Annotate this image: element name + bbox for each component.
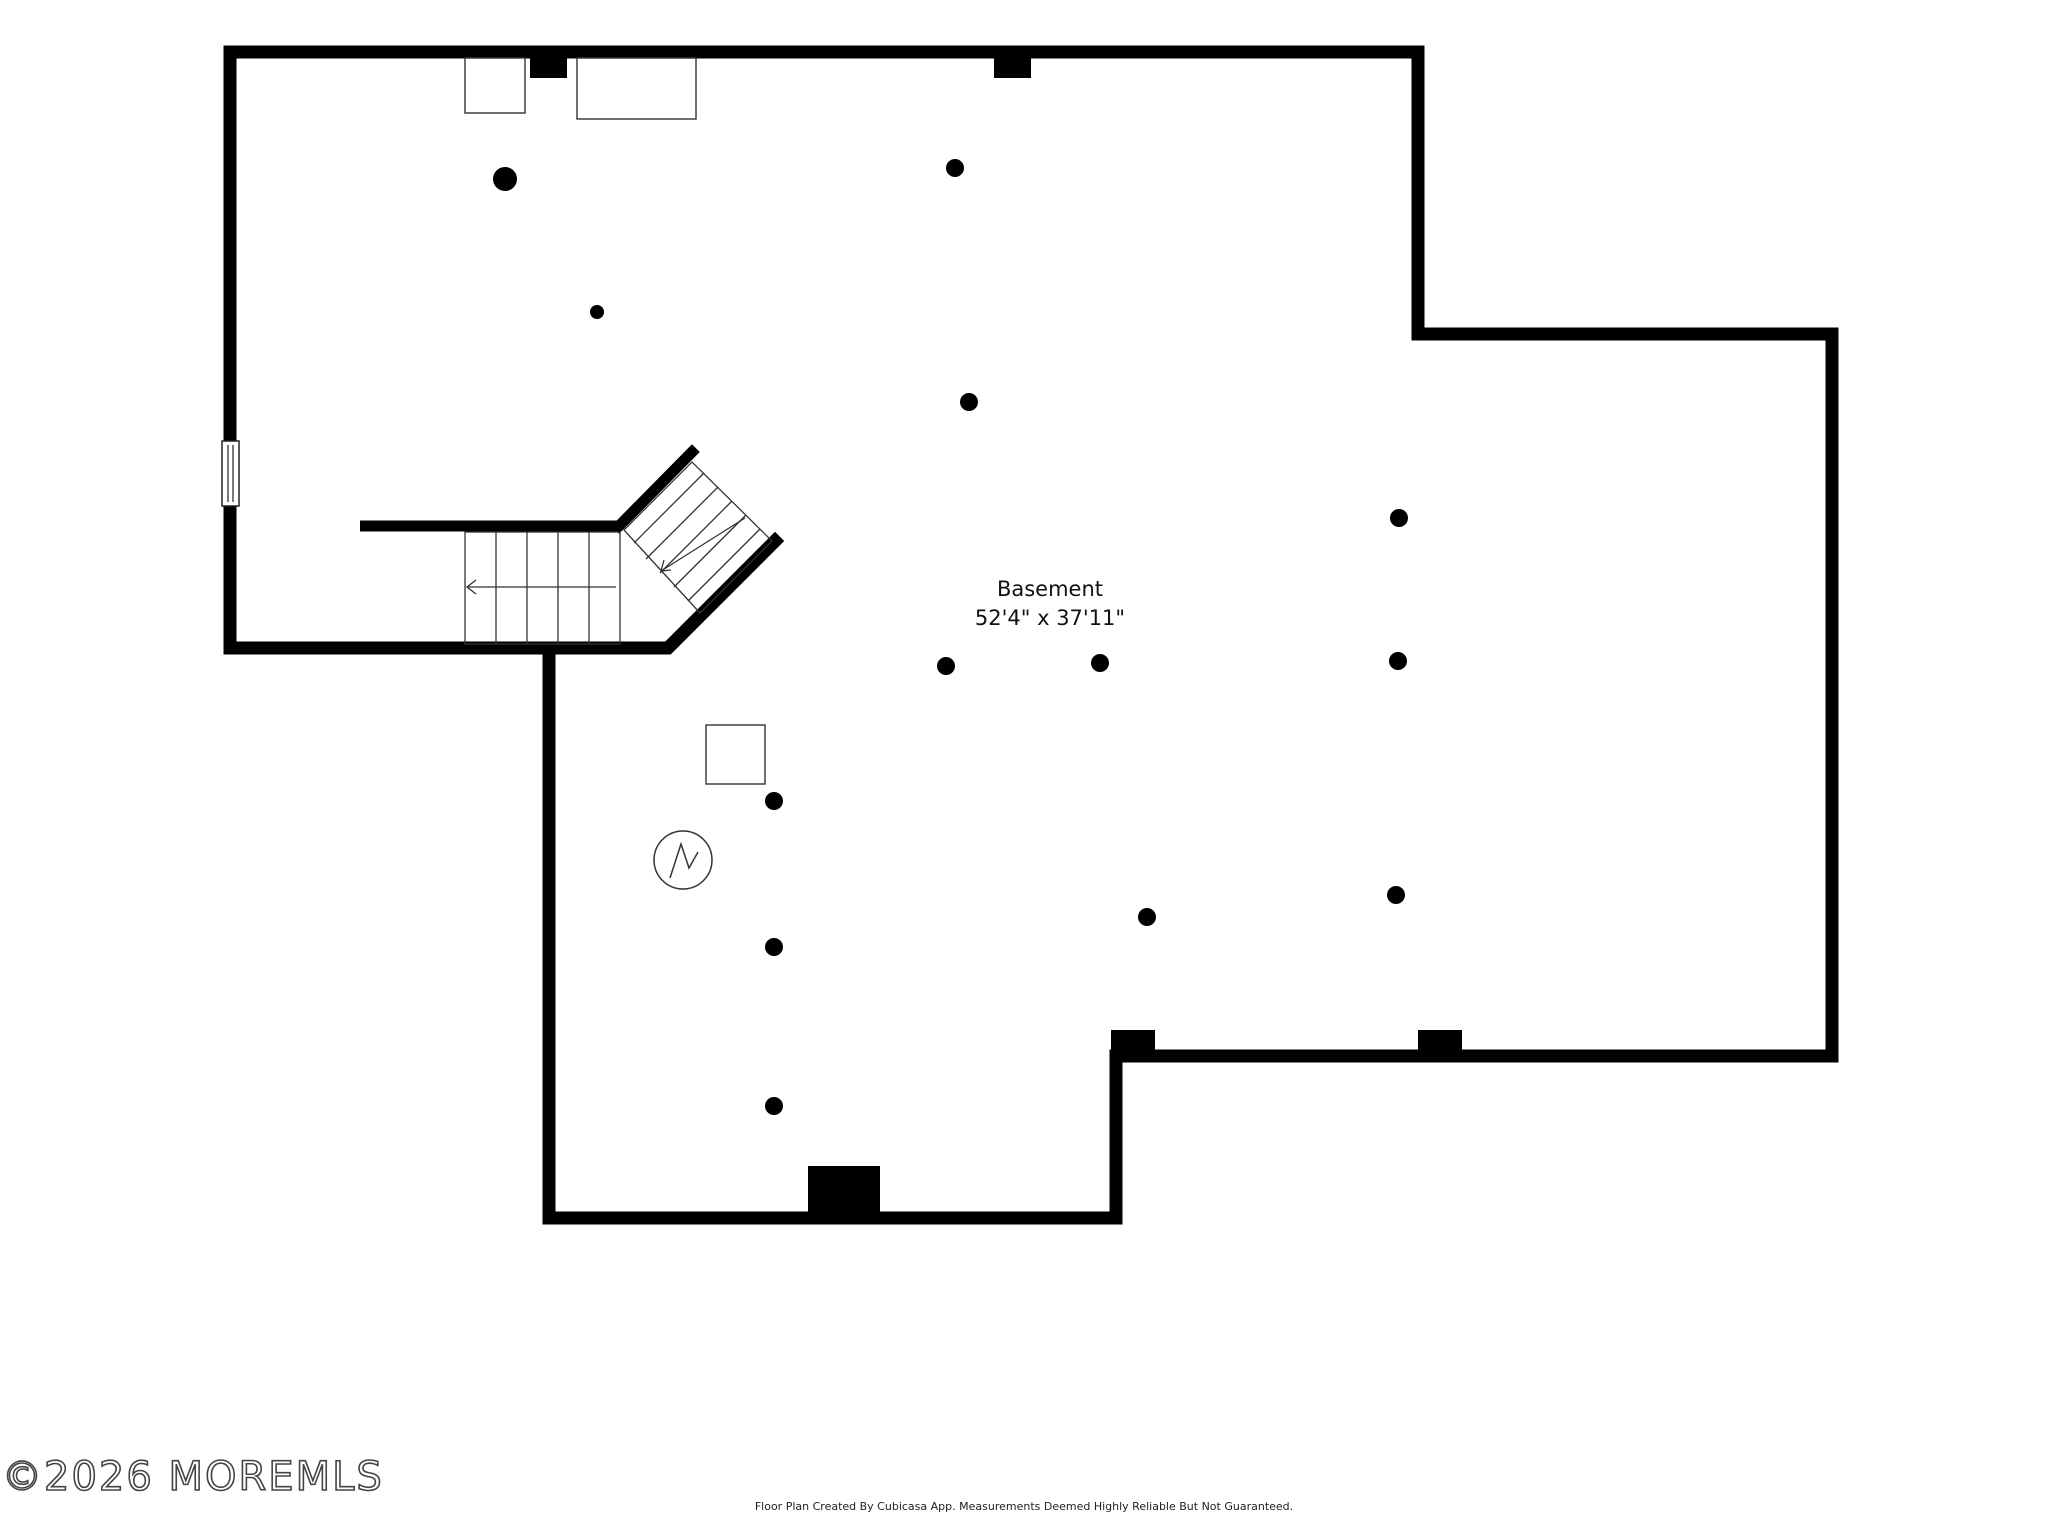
mls-watermark: ©2026 MOREMLS: [1, 1453, 384, 1501]
fixture-box: [576, 57, 697, 120]
stair-straight: [464, 531, 621, 645]
pillar: [530, 58, 567, 78]
post: [765, 938, 783, 956]
post: [493, 167, 517, 191]
post: [946, 159, 964, 177]
pillar: [1418, 1030, 1462, 1050]
stair-wall: [611, 444, 700, 534]
fixture-box: [464, 57, 526, 114]
stair-angled: [623, 461, 773, 614]
walls: [223, 45, 1839, 1225]
pillar: [994, 58, 1031, 78]
post: [1389, 652, 1407, 670]
room-name: Basement: [996, 577, 1104, 601]
fixture-box: [705, 724, 766, 785]
pillar: [1111, 1030, 1155, 1050]
wall-blocks: [530, 58, 1462, 1212]
post: [1091, 654, 1109, 672]
post: [937, 657, 955, 675]
exterior-wall: [223, 45, 1839, 1225]
post: [765, 1097, 783, 1115]
room-dimensions: 52'4" x 37'11": [974, 606, 1126, 630]
water-heater-icon: [653, 830, 713, 890]
wall-segment-stair-bottom: [223, 531, 785, 655]
post: [1387, 886, 1405, 904]
post: [960, 393, 978, 411]
post: [765, 792, 783, 810]
footer-disclaimer: Floor Plan Created By Cubicasa App. Meas…: [754, 1500, 1294, 1513]
support-posts: [493, 159, 1408, 1115]
post: [590, 305, 604, 319]
window: [221, 440, 240, 507]
post: [1138, 908, 1156, 926]
fixtures: [464, 57, 766, 785]
room-label-basement: Basement 52'4" x 37'11": [910, 575, 1190, 633]
post: [1390, 509, 1408, 527]
chimney-block: [808, 1166, 880, 1212]
